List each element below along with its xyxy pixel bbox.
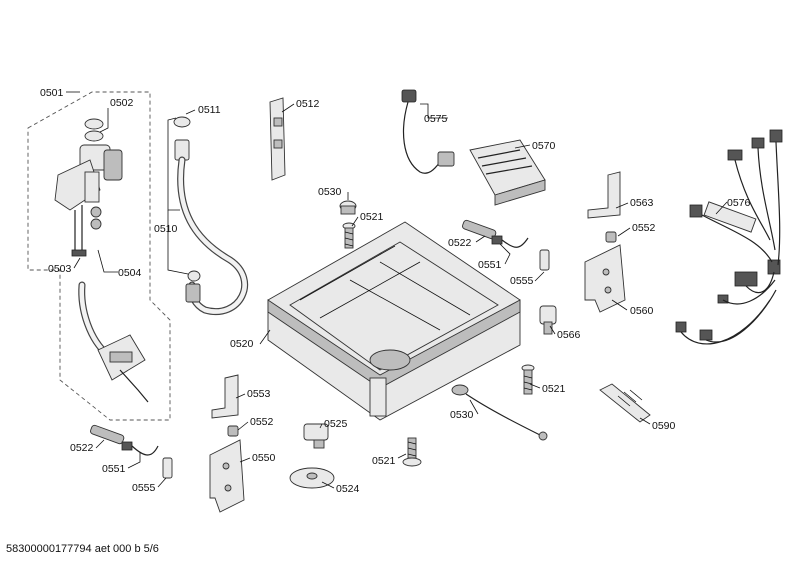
label-0521-top: 0521 [360, 211, 384, 223]
assembly-0501-outline [27, 91, 171, 421]
label-0570: 0570 [532, 140, 556, 152]
part-0566-valve [539, 305, 557, 335]
label-0555-top: 0555 [510, 275, 534, 287]
label-0503: 0503 [48, 263, 72, 275]
label-0521-right: 0521 [542, 383, 566, 395]
label-0576: 0576 [727, 197, 751, 209]
part-0563-bracket [587, 171, 621, 219]
label-0551-bottom: 0551 [102, 463, 126, 475]
label-0510: 0510 [154, 223, 178, 235]
label-0552-right: 0552 [632, 222, 656, 234]
part-0576-harness [675, 129, 783, 345]
label-0522-bottom: 0522 [70, 442, 94, 454]
label-0520: 0520 [230, 338, 254, 350]
part-0521-screw-c [402, 437, 422, 467]
part-0530-cable [451, 384, 548, 441]
part-0520-base-frame [267, 221, 521, 421]
part-0524-disc [289, 467, 335, 489]
label-0512: 0512 [296, 98, 320, 110]
part-0570-module [469, 139, 546, 206]
part-0502-valve [54, 118, 123, 257]
label-0504: 0504 [118, 267, 142, 279]
label-0502: 0502 [110, 97, 134, 109]
part-0521-screw-b [521, 364, 535, 395]
label-0550: 0550 [252, 452, 276, 464]
label-0501: 0501 [40, 87, 64, 99]
part-0560-bracket [584, 244, 626, 313]
part-0555-clip-a [539, 249, 550, 271]
label-0511: 0511 [198, 104, 221, 116]
part-0521-screw-a [342, 222, 356, 249]
part-0590-cover [599, 383, 651, 423]
part-0575-cable [401, 89, 455, 174]
part-0510-hose [173, 116, 249, 316]
part-0555-clip-b [162, 457, 173, 479]
part-0553-bracket [211, 374, 239, 419]
label-0590: 0590 [652, 420, 676, 432]
document-footer: 58300000177794 aet 000 b 5/6 [6, 543, 159, 555]
part-0551-wire-b [121, 441, 159, 456]
part-0525-clip [303, 423, 329, 449]
label-0560: 0560 [630, 305, 654, 317]
part-0552-clip-b [227, 425, 239, 437]
label-0553: 0553 [247, 388, 271, 400]
part-0522-sensor-b [90, 424, 125, 445]
label-0552-left: 0552 [250, 416, 274, 428]
label-0566: 0566 [557, 329, 581, 341]
part-0504-hose [78, 281, 149, 403]
part-0512-bracket [269, 97, 286, 181]
part-0530-cap [339, 200, 357, 215]
part-0551-wire-a [491, 235, 529, 248]
label-0575: 0575 [424, 113, 448, 125]
part-0552-clip-a [605, 231, 617, 243]
part-labels: 0501 0502 0503 0504 0510 0511 0512 0575 … [40, 87, 751, 495]
label-0563: 0563 [630, 197, 654, 209]
part-0522-sensor-a [462, 219, 497, 240]
label-0521-bottom: 0521 [372, 455, 396, 467]
leader-lines [66, 91, 728, 489]
label-0530-top: 0530 [318, 186, 342, 198]
label-0530-bottom: 0530 [450, 409, 474, 421]
part-0550-bracket [209, 439, 245, 513]
label-0551-top: 0551 [478, 259, 502, 271]
label-0524: 0524 [336, 483, 360, 495]
label-0525: 0525 [324, 418, 348, 430]
label-0555-bottom: 0555 [132, 482, 156, 494]
label-0522-top: 0522 [448, 237, 472, 249]
